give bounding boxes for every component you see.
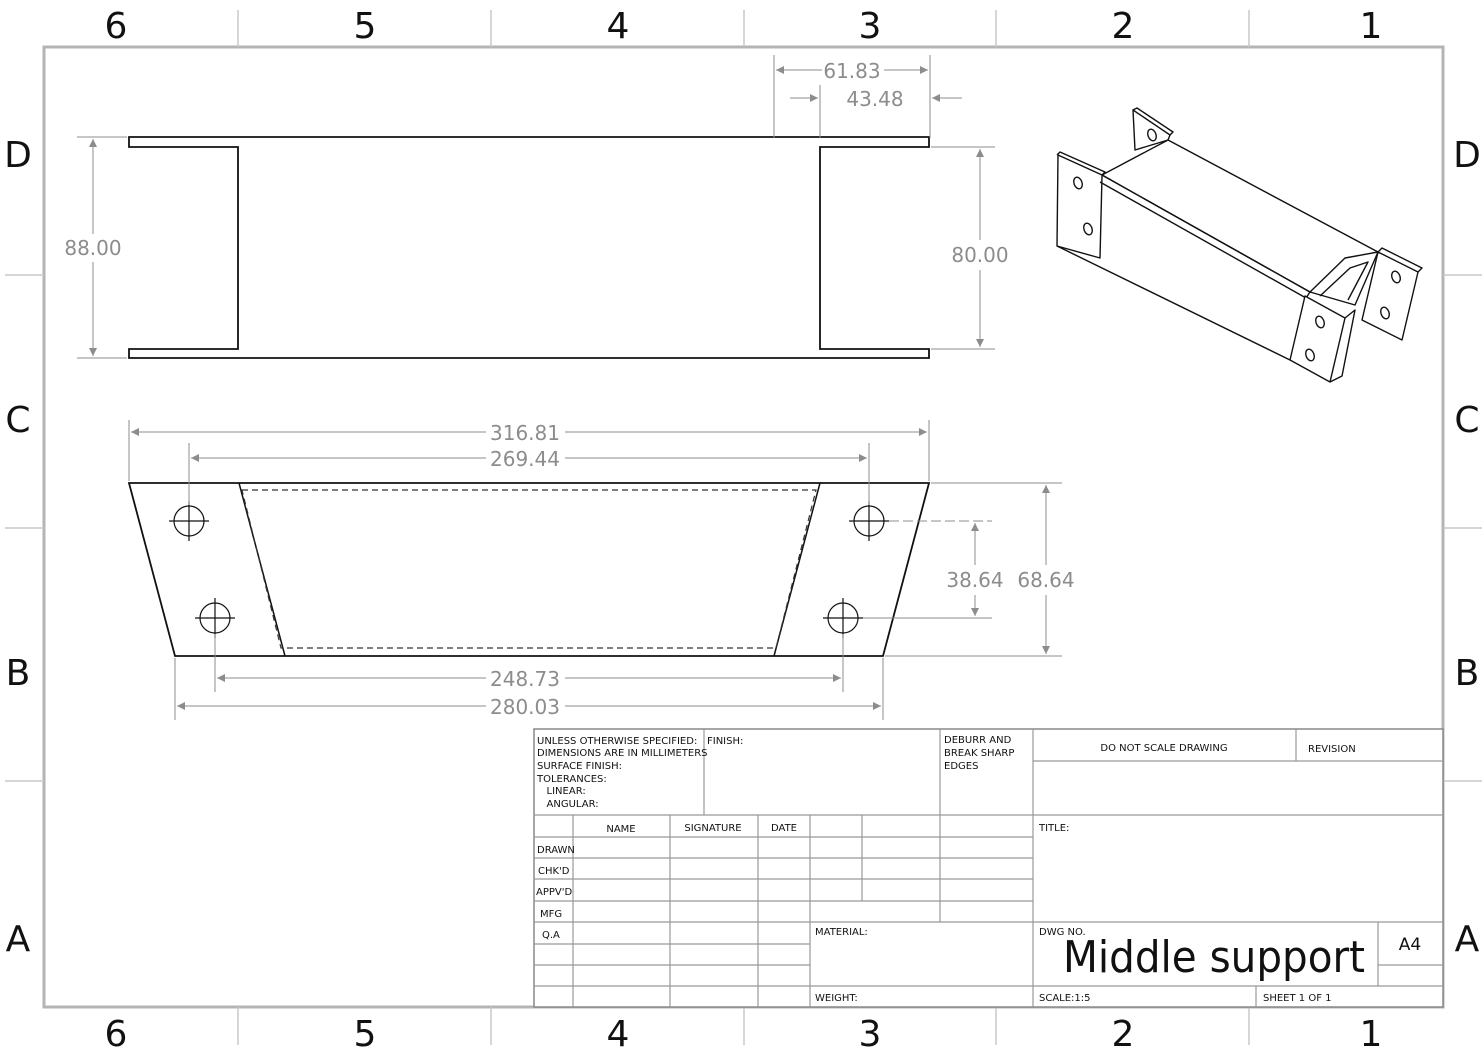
zone-col-4-bottom: 4 (607, 1014, 630, 1049)
sheet-size: A4 (1399, 935, 1421, 955)
dim-88-00: 88.00 (64, 236, 121, 260)
title-block-text: UNLESS OTHERWISE SPECIFIED: DIMENSIONS A… (536, 735, 1421, 1004)
dim-80-00: 80.00 (951, 243, 1008, 267)
top-view-dimensions (128, 420, 1062, 720)
row-qa: Q.A (542, 930, 560, 941)
row-mfg: MFG (540, 909, 562, 920)
row-checked: CHK'D (538, 866, 570, 877)
zone-row-c-right: C (1454, 400, 1479, 441)
dim-38-64: 38.64 (946, 568, 1003, 592)
spec-line-2: DIMENSIONS ARE IN MILLIMETERS (537, 748, 707, 759)
hidden-lines (241, 489, 817, 649)
finish-label: FINISH: (707, 736, 743, 747)
zone-col-6-bottom: 6 (105, 1014, 128, 1049)
isometric-view (1056, 107, 1423, 383)
zone-row-a-right: A (1455, 919, 1480, 960)
deburr-line-2: BREAK SHARP (944, 748, 1014, 759)
dim-43-48: 43.48 (846, 87, 903, 111)
spec-line-1: UNLESS OTHERWISE SPECIFIED: (537, 736, 697, 747)
dim-68-64: 68.64 (1017, 568, 1074, 592)
top-view-outline (127, 482, 931, 657)
zone-col-5-bottom: 5 (354, 1014, 377, 1049)
zone-col-6: 6 (105, 6, 128, 47)
title-label: TITLE: (1038, 823, 1069, 834)
col-date: DATE (771, 823, 797, 834)
weight-label: WEIGHT: (815, 993, 858, 1004)
zone-col-5: 5 (354, 6, 377, 47)
dim-61-83: 61.83 (823, 59, 880, 83)
row-approved: APPV'D (536, 887, 572, 898)
scale-label: SCALE:1:5 (1039, 993, 1091, 1004)
zone-labels-bottom: 6 5 4 3 2 1 (105, 1014, 1383, 1049)
row-drawn: DRAWN (537, 845, 575, 856)
zone-col-3-bottom: 3 (859, 1014, 882, 1049)
col-signature: SIGNATURE (684, 823, 741, 834)
drawing-title: Middle support (1063, 932, 1365, 983)
front-view-outline (128, 136, 930, 359)
sheet-number: SHEET 1 OF 1 (1263, 993, 1332, 1004)
col-name: NAME (606, 824, 635, 835)
deburr-line-1: DEBURR AND (944, 735, 1012, 746)
dim-248-73: 248.73 (490, 667, 560, 691)
front-view: 61.83 43.48 88.00 80.00 (64, 55, 1009, 359)
zone-col-3: 3 (859, 6, 882, 47)
spec-line-5: LINEAR: (537, 786, 586, 797)
material-label: MATERIAL: (815, 927, 868, 938)
dim-269-44: 269.44 (490, 447, 560, 471)
zone-labels-right: D C B A (1453, 135, 1481, 960)
zone-col-1-bottom: 1 (1360, 1014, 1383, 1049)
top-view: 316.81 269.44 248.73 280.03 38.64 68.64 (127, 420, 1075, 720)
dim-316-81: 316.81 (490, 421, 560, 445)
zone-labels-left: D C B A (4, 135, 32, 960)
mounting-holes (169, 501, 889, 638)
spec-line-4: TOLERANCES: (536, 774, 607, 785)
spec-line-6: ANGULAR: (537, 799, 599, 810)
zone-labels-top: 6 5 4 3 2 1 (105, 6, 1383, 47)
dim-280-03: 280.03 (490, 695, 560, 719)
zone-row-c: C (5, 400, 30, 441)
zone-col-2-bottom: 2 (1112, 1014, 1135, 1049)
zone-row-b: B (6, 653, 31, 694)
revision-label: REVISION (1308, 744, 1356, 755)
spec-line-3: SURFACE FINISH: (537, 761, 622, 772)
deburr-line-3: EDGES (944, 761, 978, 772)
zone-row-d: D (4, 135, 32, 176)
dwg-no-label: DWG NO. (1039, 927, 1086, 938)
do-not-scale-label: DO NOT SCALE DRAWING (1100, 743, 1227, 754)
zone-row-b-right: B (1455, 653, 1480, 694)
title-block (533, 728, 1444, 1008)
zone-row-d-right: D (1453, 135, 1481, 176)
zone-col-4: 4 (607, 6, 630, 47)
zone-row-a: A (6, 919, 31, 960)
zone-col-1: 1 (1360, 6, 1383, 47)
front-view-dimensions (77, 55, 995, 359)
zone-col-2: 2 (1112, 6, 1135, 47)
